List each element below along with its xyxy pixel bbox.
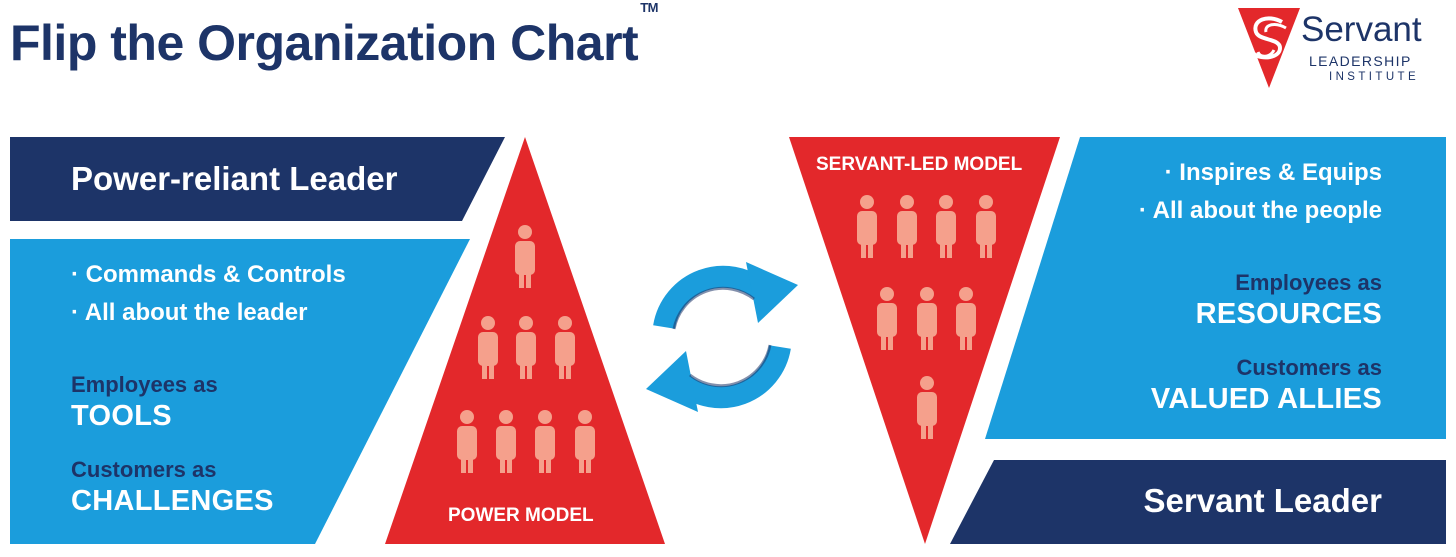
person-icon xyxy=(496,410,516,473)
left-heading-band xyxy=(10,137,505,221)
right-body-panel xyxy=(985,137,1446,439)
person-icon xyxy=(857,195,877,258)
person-icon xyxy=(478,316,498,379)
right-customers-value: VALUED ALLIES xyxy=(1150,383,1382,415)
right-bullet-2: · All about the people xyxy=(1138,197,1382,224)
right-heading: Servant Leader xyxy=(1143,482,1382,519)
trademark-mark: TM xyxy=(640,0,658,16)
person-icon xyxy=(936,195,956,258)
person-icon xyxy=(976,195,996,258)
person-icon xyxy=(515,225,535,288)
servant-leadership-logo-icon xyxy=(1238,8,1300,88)
right-heading-band xyxy=(950,460,1446,544)
page-title-text: Flip the Organization Chart xyxy=(10,15,639,71)
left-employees-label: Employees as xyxy=(71,372,218,397)
left-bullet-1: · Commands & Controls xyxy=(71,261,346,288)
person-icon xyxy=(917,287,937,350)
person-icon xyxy=(457,410,477,473)
person-icon xyxy=(897,195,917,258)
left-body-panel xyxy=(10,239,470,544)
logo-word-servant: Servant xyxy=(1301,10,1422,49)
person-icon xyxy=(877,287,897,350)
person-icon xyxy=(956,287,976,350)
left-bullet-2: · All about the leader xyxy=(71,299,308,326)
person-icon xyxy=(516,316,536,379)
servant-model-label: SERVANT-LED MODEL xyxy=(816,154,1023,175)
power-model-label: POWER MODEL xyxy=(448,505,594,526)
right-employees-label: Employees as xyxy=(1235,270,1382,295)
person-icon xyxy=(555,316,575,379)
left-heading: Power-reliant Leader xyxy=(71,160,398,197)
right-employees-value: RESOURCES xyxy=(1195,298,1382,330)
right-bullet-1: · Inspires & Equips xyxy=(1164,159,1382,186)
logo-word-institute: INSTITUTE xyxy=(1329,71,1420,83)
person-icon xyxy=(535,410,555,473)
left-employees-value: TOOLS xyxy=(71,400,172,432)
right-customers-label: Customers as xyxy=(1236,355,1382,380)
left-customers-value: CHALLENGES xyxy=(71,485,274,517)
person-icon xyxy=(575,410,595,473)
person-icon xyxy=(917,376,937,439)
logo-word-leadership: LEADERSHIP xyxy=(1309,53,1412,69)
page-title: Flip the Organization ChartTM xyxy=(10,0,658,72)
cycle-arrows-icon xyxy=(646,262,798,412)
left-customers-label: Customers as xyxy=(71,457,217,482)
